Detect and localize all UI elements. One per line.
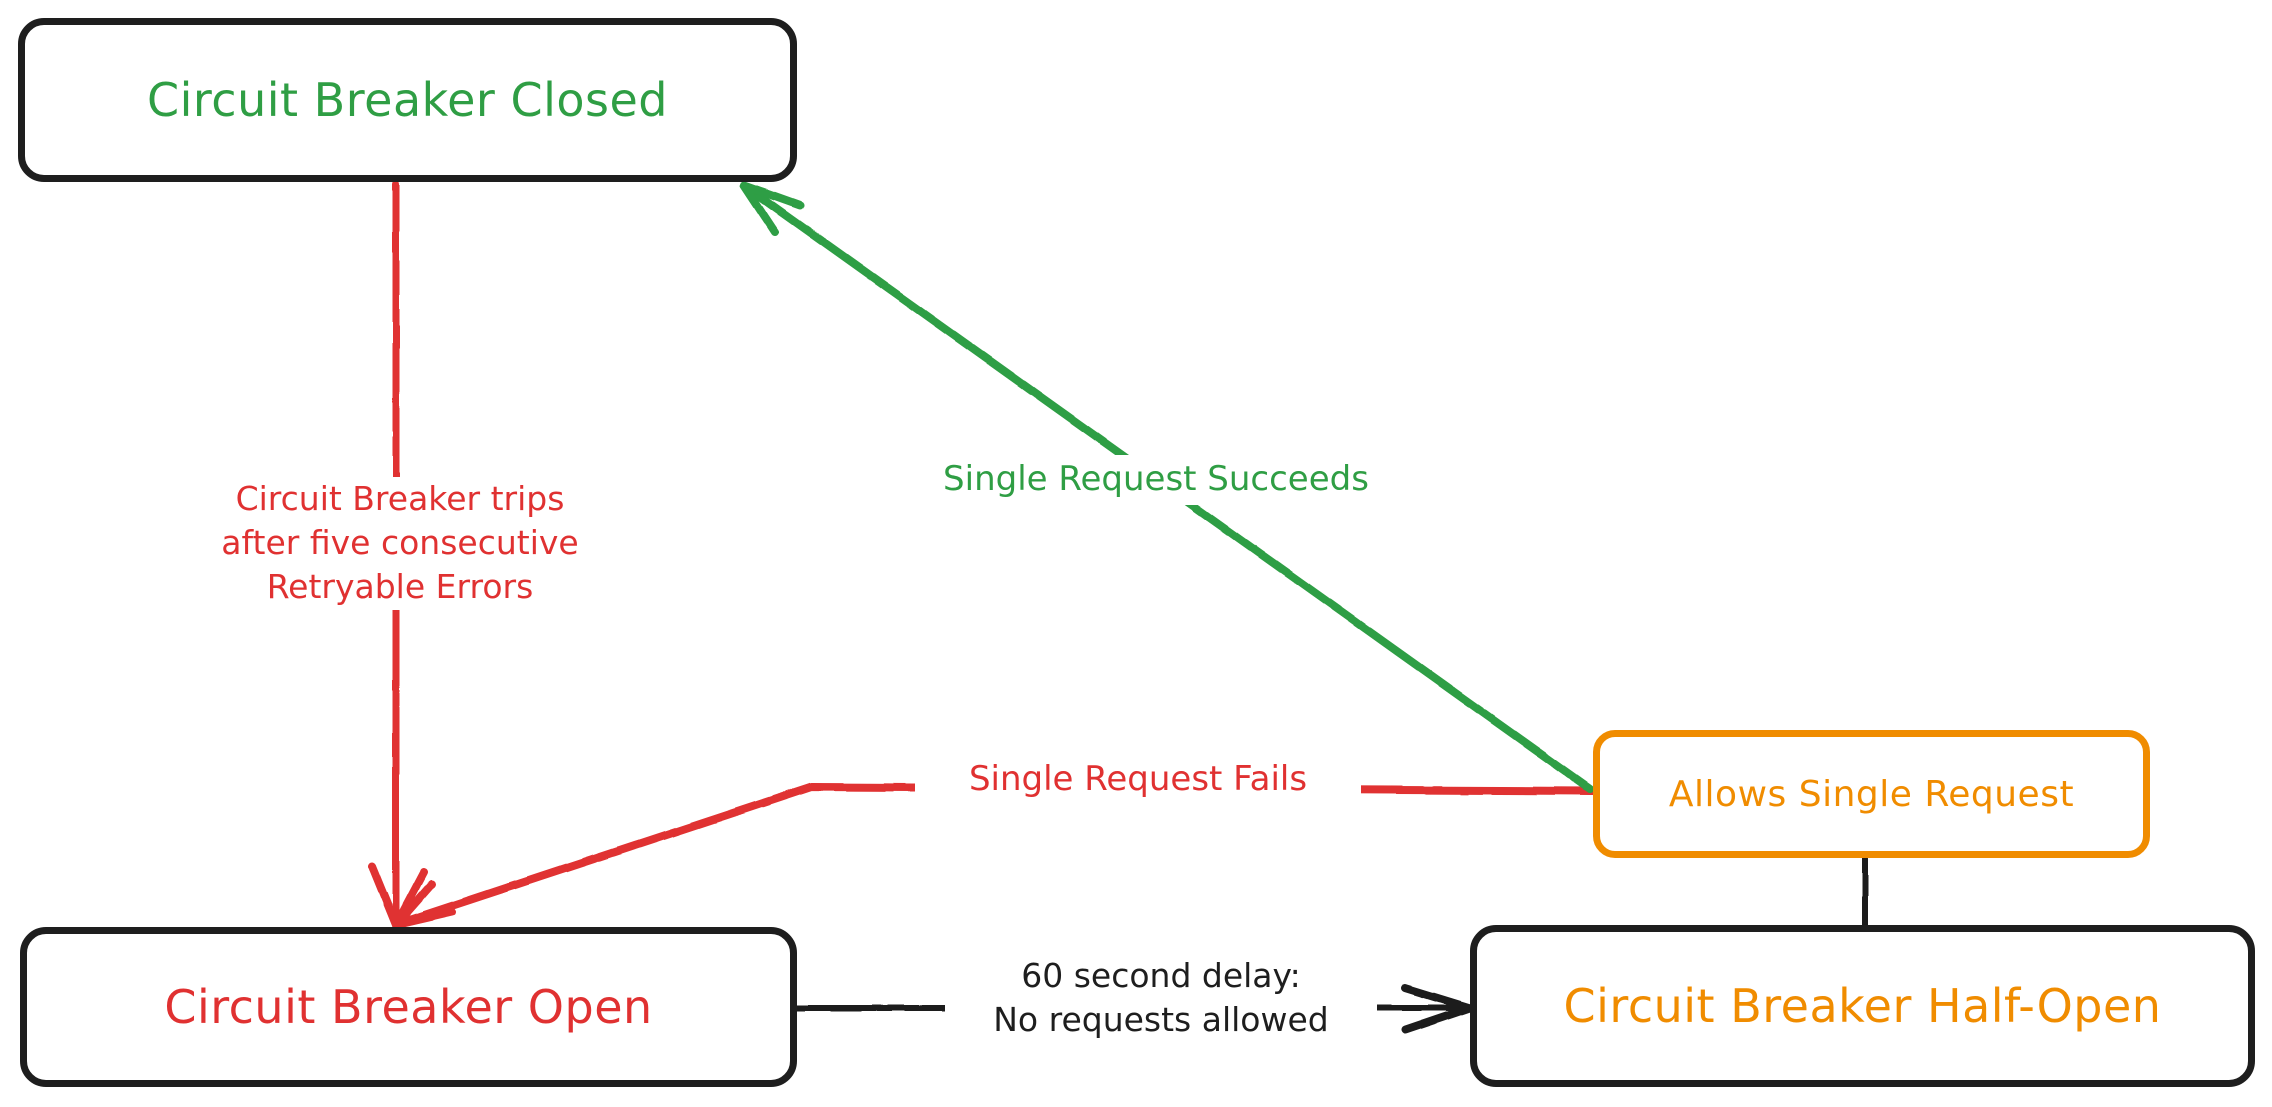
- state-node-circuit-breaker-closed[interactable]: Circuit Breaker Closed: [18, 18, 797, 182]
- state-node-circuit-breaker-open[interactable]: Circuit Breaker Open: [20, 927, 797, 1087]
- state-node-label: Circuit Breaker Half-Open: [1563, 979, 2162, 1033]
- state-node-label: Allows Single Request: [1668, 773, 2075, 815]
- edge-delay-open-to-halfopen: [794, 984, 1474, 1034]
- edge-succeeds-allows-to-closed: [740, 181, 1594, 793]
- state-node-label: Circuit Breaker Closed: [147, 73, 668, 127]
- edge-fails-allows-to-open: [392, 783, 1597, 929]
- state-node-label: Circuit Breaker Open: [164, 980, 653, 1034]
- state-node-circuit-breaker-half-open[interactable]: Circuit Breaker Half-Open: [1470, 925, 2255, 1087]
- edge-trip-closed-to-open: [368, 180, 428, 929]
- state-node-allows-single-request[interactable]: Allows Single Request: [1593, 730, 2150, 858]
